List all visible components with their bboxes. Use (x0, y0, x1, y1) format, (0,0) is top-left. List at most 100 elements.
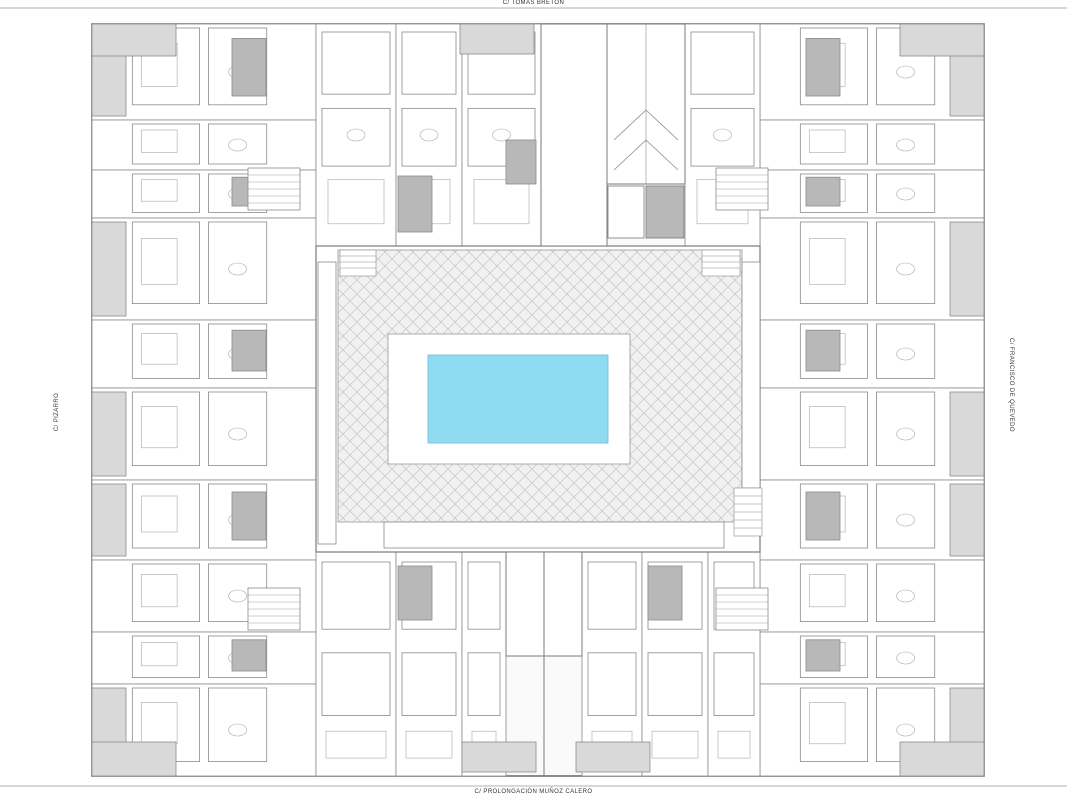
living-room (690, 107, 755, 167)
kitchen-island (397, 175, 433, 233)
bedroom (131, 483, 200, 549)
furniture (405, 730, 453, 759)
living-room (208, 687, 268, 762)
dining-table (896, 513, 915, 527)
bedroom (467, 561, 501, 630)
terrace (459, 23, 535, 55)
terrace (91, 483, 127, 557)
apartment-band (91, 387, 317, 481)
terrace (949, 221, 985, 317)
bedroom (799, 687, 868, 762)
dining-table (419, 128, 439, 142)
living-room (876, 483, 936, 549)
furniture (140, 238, 178, 285)
bedroom (321, 561, 391, 630)
street-label-north: C/ TOMÁS BRETÓN (502, 0, 565, 6)
core-south-center (505, 551, 583, 776)
dining-table (896, 723, 915, 737)
bathroom (805, 639, 841, 672)
furniture (808, 574, 846, 608)
bedroom (799, 563, 868, 622)
furniture (140, 495, 178, 533)
bathroom (231, 38, 267, 97)
living-room (876, 173, 936, 213)
apartment-band (759, 217, 985, 321)
furniture (651, 730, 699, 759)
living-room (587, 652, 637, 716)
furniture (140, 406, 178, 449)
street-label-south: C/ PROLONGACIÓN MUÑOZ CALERO (474, 789, 593, 795)
living-room (321, 107, 391, 167)
living-room (208, 391, 268, 466)
courtyard-walkway-east (741, 261, 761, 489)
living-room (876, 323, 936, 379)
bedroom (131, 563, 200, 622)
bathroom (505, 139, 537, 185)
dining-table (228, 589, 247, 603)
furniture (140, 129, 178, 153)
dining-table (896, 427, 915, 441)
dining-table (713, 128, 732, 142)
bedroom (690, 31, 755, 95)
apartment-band (759, 119, 985, 171)
bedroom (131, 391, 200, 466)
dining-table (228, 262, 247, 276)
terrace (461, 741, 537, 773)
living-room (208, 123, 268, 165)
corner-terrace (899, 23, 985, 57)
kitchen-island (647, 565, 683, 621)
living-room (647, 652, 703, 716)
apartment-units (91, 23, 985, 777)
dining-table (896, 262, 915, 276)
bathroom (805, 491, 841, 541)
bedroom (131, 221, 200, 304)
bedroom (799, 391, 868, 466)
core-north-center (540, 23, 686, 247)
living-room (876, 391, 936, 466)
apartment-band (759, 319, 985, 389)
living-room (876, 635, 936, 678)
apartment-band (759, 631, 985, 685)
apartment-band (91, 319, 317, 389)
apartment-band (91, 631, 317, 685)
courtyard-stair-south-east (733, 487, 763, 537)
furniture (808, 129, 846, 153)
courtyard-walkway-south (383, 521, 725, 549)
bathroom (231, 329, 267, 372)
furniture (473, 179, 530, 225)
bedroom (587, 561, 637, 630)
bathroom (231, 639, 267, 672)
apartment-band (759, 559, 985, 633)
bedroom (799, 221, 868, 304)
kitchen-island (397, 565, 433, 621)
swimming-pool (427, 354, 609, 444)
furniture (808, 238, 846, 285)
living-room (876, 123, 936, 165)
living-room (467, 652, 501, 716)
bedroom (401, 31, 457, 95)
apartment-band (759, 169, 985, 219)
terrace (949, 483, 985, 557)
corner-terrace (91, 741, 177, 777)
living-room (713, 652, 755, 716)
living-room (401, 652, 457, 716)
bedroom (131, 123, 200, 165)
dining-table (492, 128, 511, 142)
corner-terrace (91, 23, 177, 57)
living-room (401, 107, 457, 167)
furniture (808, 406, 846, 449)
apartment-band (91, 119, 317, 171)
furniture (327, 179, 385, 225)
courtyard-stair-north-west (339, 249, 377, 277)
dining-table (228, 723, 247, 737)
bedroom (131, 323, 200, 379)
bedroom (131, 173, 200, 213)
furniture (325, 730, 387, 759)
central-courtyard (315, 245, 763, 553)
furniture (140, 642, 178, 667)
furniture (717, 730, 751, 759)
bathroom (805, 329, 841, 372)
bedroom (321, 31, 391, 95)
bathroom (805, 38, 841, 97)
terrace (91, 391, 127, 477)
